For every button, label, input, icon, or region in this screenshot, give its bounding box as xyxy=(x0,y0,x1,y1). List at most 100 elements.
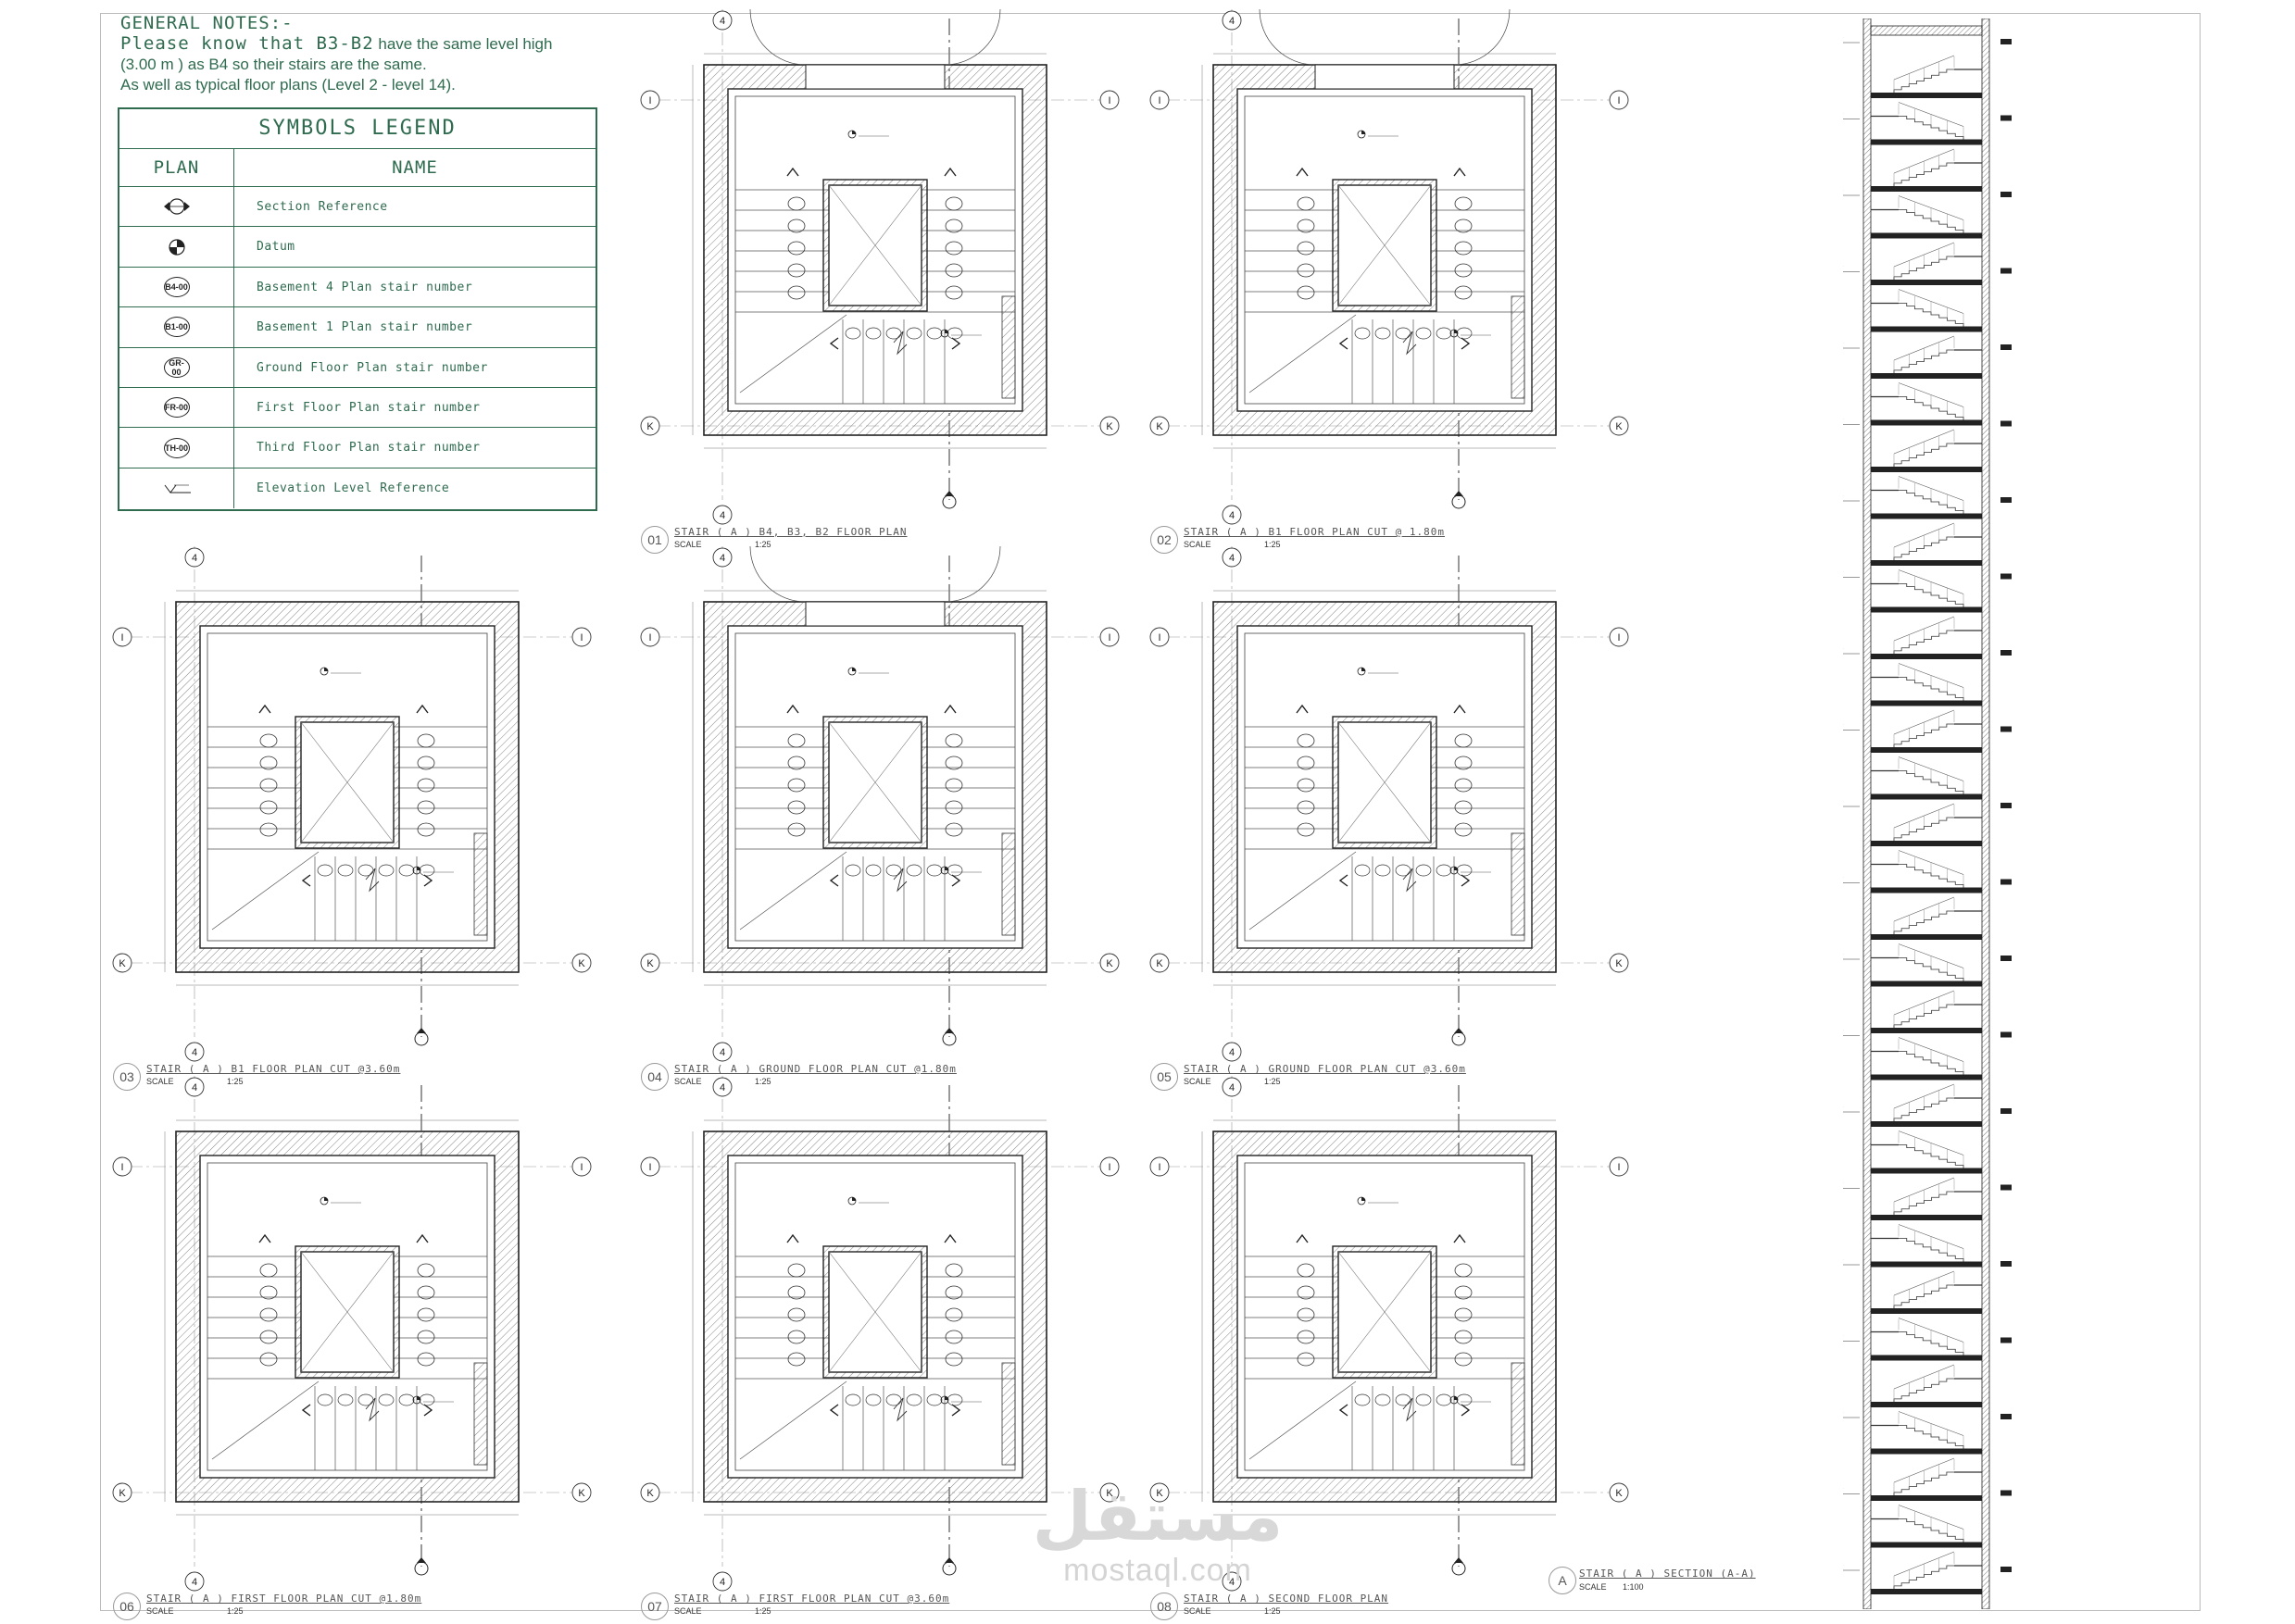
symbols-legend: SYMBOLS LEGEND PLAN NAME Section Referen… xyxy=(118,107,597,511)
grid-bubble-label: 4 xyxy=(720,510,725,521)
legend-name: Basement 1 Plan stair number xyxy=(257,320,473,335)
stair-number-b1-icon: B1-00 xyxy=(163,317,190,338)
legend-name: Section Reference xyxy=(257,200,388,214)
notes-line-3: As well as typical floor plans (Level 2 … xyxy=(120,76,456,94)
grid-bubble-label: K xyxy=(578,1488,585,1499)
legend-name: Basement 4 Plan stair number xyxy=(257,280,473,294)
grid-bubble-label: 4 xyxy=(720,1577,725,1588)
stair-number-gr-icon: GR-00 xyxy=(163,356,190,378)
legend-name: First Floor Plan stair number xyxy=(257,400,481,415)
grid-bubble-label: 4 xyxy=(1229,510,1235,521)
plan-caption-scale: 1:25 xyxy=(1264,1606,1281,1616)
stair-section xyxy=(1835,18,2056,1610)
legend-row: B1-00 Basement 1 Plan stair number xyxy=(119,307,596,348)
grid-bubble-label: K xyxy=(646,1488,654,1499)
stair-number-fr-icon: FR-00 xyxy=(163,397,190,418)
stair-number-th-icon: TH-00 xyxy=(163,437,190,458)
legend-col-plan: PLAN xyxy=(119,149,234,186)
grid-bubble-label: I xyxy=(1158,632,1160,643)
elevation-level-icon xyxy=(119,468,234,509)
plan-caption-title: STAIR ( A ) GROUND FLOOR PLAN CUT @1.80m xyxy=(674,1063,957,1075)
legend-name: Third Floor Plan stair number xyxy=(257,441,481,456)
grid-bubble-label: I xyxy=(1108,632,1110,643)
plan-caption-title: STAIR ( A ) FIRST FLOOR PLAN CUT @3.60m xyxy=(674,1593,950,1605)
grid-bubble-label: I xyxy=(1108,1162,1110,1173)
grid-bubble-label: 4 xyxy=(1229,16,1235,27)
section-caption-title: STAIR ( A ) SECTION (A-A) xyxy=(1579,1568,1756,1580)
plan-caption-scale: 1:25 xyxy=(1264,540,1281,549)
grid-bubble-label: I xyxy=(648,632,651,643)
grid-bubble-label: 4 xyxy=(1229,1577,1235,1588)
legend-row: Datum xyxy=(119,227,596,268)
legend-row: FR-00 First Floor Plan stair number xyxy=(119,387,596,429)
legend-row: Section Reference xyxy=(119,187,596,228)
notes-line-2: (3.00 m ) as B4 so their stairs are the … xyxy=(120,56,427,73)
grid-bubble-label: 4 xyxy=(720,16,725,27)
notes-line-1-mono: Please know that B3-B2 xyxy=(120,33,374,54)
plan-caption-scale-label: SCALE xyxy=(1184,1606,1211,1616)
grid-bubble-label: 4 xyxy=(1229,553,1235,564)
grid-bubble-label: K xyxy=(646,421,654,432)
grid-bubble-label: 4 xyxy=(720,1047,725,1058)
plan-caption-scale-label: SCALE xyxy=(674,1077,702,1086)
plan-caption-scale-label: SCALE xyxy=(146,1606,174,1616)
section-reference-icon xyxy=(119,187,234,227)
grid-bubble-label: I xyxy=(648,1162,651,1173)
grid-bubble-label: 4 xyxy=(192,553,197,564)
grid-bubble-label: K xyxy=(1106,421,1113,432)
grid-bubble-label: K xyxy=(119,958,126,969)
plan-caption-title: STAIR ( A ) GROUND FLOOR PLAN CUT @3.60m xyxy=(1184,1063,1466,1075)
grid-bubble-label: 4 xyxy=(192,1082,197,1093)
grid-bubble-label: I xyxy=(580,1162,583,1173)
datum-icon xyxy=(119,227,234,267)
plan-caption-scale-label: SCALE xyxy=(674,540,702,549)
plan-caption-title: STAIR ( A ) B1 FLOOR PLAN CUT @ 1.80m xyxy=(1184,526,1446,538)
legend-row: GR-00 Ground Floor Plan stair number xyxy=(119,347,596,388)
plan-caption-title: STAIR ( A ) SECOND FLOOR PLAN xyxy=(1184,1593,1389,1605)
plan-caption-number: 03 xyxy=(113,1063,141,1091)
plan-caption-scale-label: SCALE xyxy=(146,1077,174,1086)
grid-bubble-label: K xyxy=(1615,958,1623,969)
plan-caption-scale-label: SCALE xyxy=(1184,540,1211,549)
plan-caption-scale: 1:25 xyxy=(755,540,771,549)
legend-header: PLAN NAME xyxy=(119,149,596,187)
plan-caption-number: 01 xyxy=(641,526,669,554)
grid-bubble-label: 4 xyxy=(720,553,725,564)
grid-bubble-label: 4 xyxy=(192,1047,197,1058)
plan-caption-number: 07 xyxy=(641,1593,669,1620)
grid-bubble-label: 4 xyxy=(1229,1047,1235,1058)
plan-caption-title: STAIR ( A ) FIRST FLOOR PLAN CUT @1.80m xyxy=(146,1593,422,1605)
plan-caption-scale: 1:25 xyxy=(755,1077,771,1086)
grid-bubble-label: K xyxy=(1106,958,1113,969)
section-caption-scale: 1:100 xyxy=(1623,1582,1644,1592)
plan-caption-number: 04 xyxy=(641,1063,669,1091)
grid-bubble-label: K xyxy=(1615,421,1623,432)
legend-row: Elevation Level Reference xyxy=(119,468,596,509)
general-notes: GENERAL NOTES:- Please know that B3-B2 h… xyxy=(120,13,602,95)
section-drawing xyxy=(1835,18,2012,1610)
plan-caption-number: 08 xyxy=(1150,1593,1178,1620)
grid-bubble-label: I xyxy=(120,632,123,643)
grid-bubble-label: K xyxy=(1106,1488,1113,1499)
legend-name: Ground Floor Plan stair number xyxy=(257,360,488,375)
notes-line-1-rest: have the same level high xyxy=(373,35,553,53)
grid-bubble-label: I xyxy=(1617,632,1620,643)
grid-bubble-label: K xyxy=(1156,1488,1163,1499)
grid-bubble-label: I xyxy=(580,632,583,643)
grid-bubble-label: K xyxy=(578,958,585,969)
legend-title: SYMBOLS LEGEND xyxy=(119,109,596,149)
plan-caption-scale: 1:25 xyxy=(1264,1077,1281,1086)
stair-number-b4-icon: B4-00 xyxy=(163,276,190,297)
